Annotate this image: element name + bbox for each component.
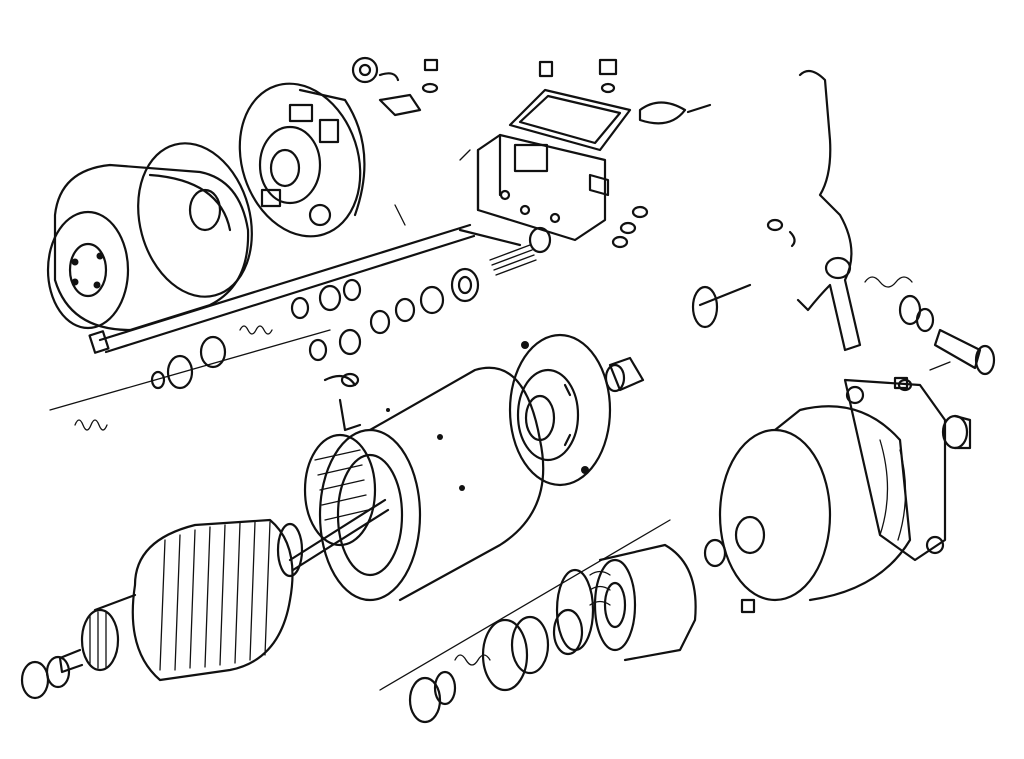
plunger [897,328,996,392]
terminal-stud [611,205,752,329]
bushing [604,356,972,450]
overrunning-clutch-pinion [555,538,727,662]
bottom-spring-set [408,608,584,724]
return-springs [864,276,935,333]
loose-hardware [740,376,909,614]
brush-holder-springs [351,56,439,117]
commutator-end-frame [238,82,366,238]
drive-housing [718,378,947,602]
leader-lines [49,149,671,691]
end-washers [20,655,71,700]
rear-end-cover [46,163,250,332]
solenoid-cover-plate [508,58,712,152]
shift-lever [766,69,862,352]
drive-end-plate [508,333,612,487]
gasket-ring [137,142,253,298]
solenoid-housing [450,133,610,303]
armature [58,498,390,682]
thrust-washers [74,278,445,431]
through-bolt [88,223,476,354]
field-coils [303,372,377,547]
